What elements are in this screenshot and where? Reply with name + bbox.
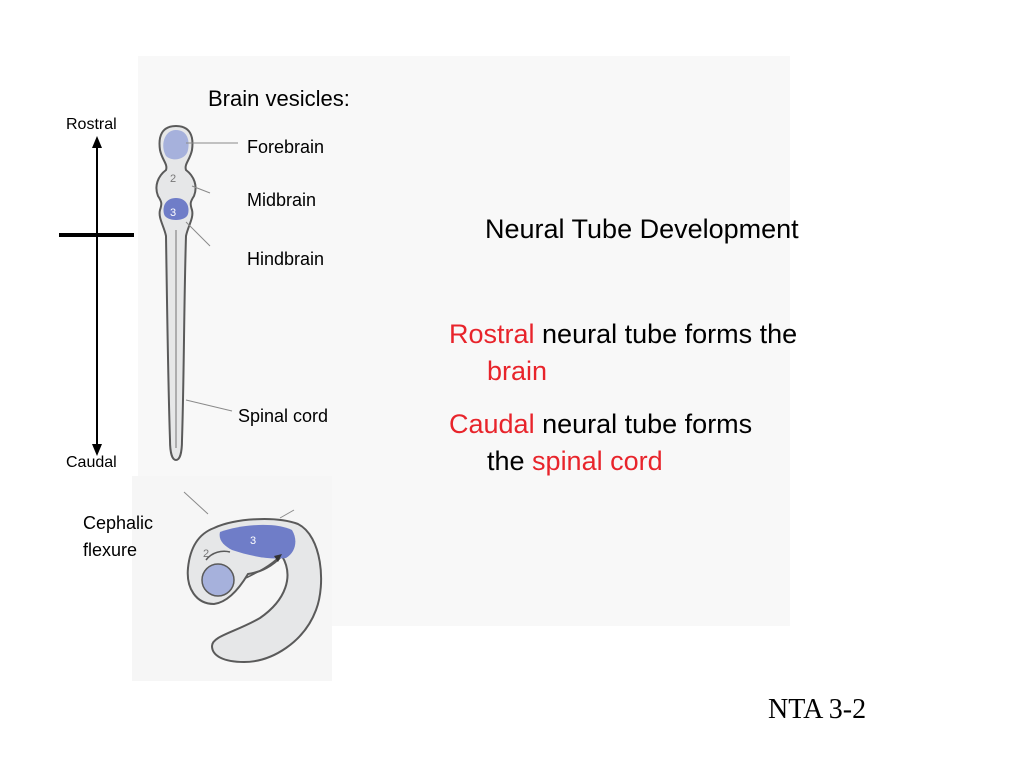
embryo-number-3: 3 [250, 535, 256, 547]
midbrain-label: Midbrain [247, 190, 317, 210]
slide-footer: NTA 3-2 [768, 694, 867, 725]
spinal-cord-highlight: spinal cord [532, 446, 663, 476]
bullet-rostral-line2: brain [449, 353, 909, 390]
rostral-label: Rostral [66, 116, 117, 133]
bullet-caudal: Caudal neural tube forms the spinal cord [449, 406, 909, 480]
slide-title: Neural Tube Development [485, 214, 799, 244]
vesicle-number-3: 3 [170, 207, 176, 219]
rostral-caudal-axis [59, 136, 134, 456]
neural-tube [155, 124, 197, 462]
bullet-caudal-text: neural tube forms [534, 409, 753, 439]
bullet-rostral-text: neural tube forms the [534, 319, 798, 349]
bullet-rostral-line1: Rostral neural tube forms the [449, 316, 909, 353]
embryo-number-2: 2 [203, 548, 209, 560]
bullet-rostral: Rostral neural tube forms the brain [449, 316, 909, 390]
leader-lines [183, 142, 295, 519]
vesicle-number-2: 2 [170, 173, 176, 185]
brain-vesicles-heading: Brain vesicles: [208, 86, 350, 111]
bullet-caudal-line2: the spinal cord [449, 443, 909, 480]
forebrain-label: Forebrain [247, 137, 325, 157]
bullet-caudal-line1: Caudal neural tube forms [449, 406, 909, 443]
cephalic-flexure-label-2: flexure [83, 540, 138, 560]
caudal-highlight: Caudal [449, 409, 535, 439]
brain-highlight: brain [487, 356, 548, 386]
caudal-label: Caudal [66, 454, 117, 471]
cephalic-flexure-label-1: Cephalic [83, 513, 154, 533]
spinal-cord-label: Spinal cord [238, 406, 329, 426]
bullet-caudal-prefix: the [487, 446, 533, 476]
hindbrain-label: Hindbrain [247, 249, 325, 269]
rostral-highlight: Rostral [449, 319, 535, 349]
cephalic-flexure-embryo [186, 518, 323, 664]
